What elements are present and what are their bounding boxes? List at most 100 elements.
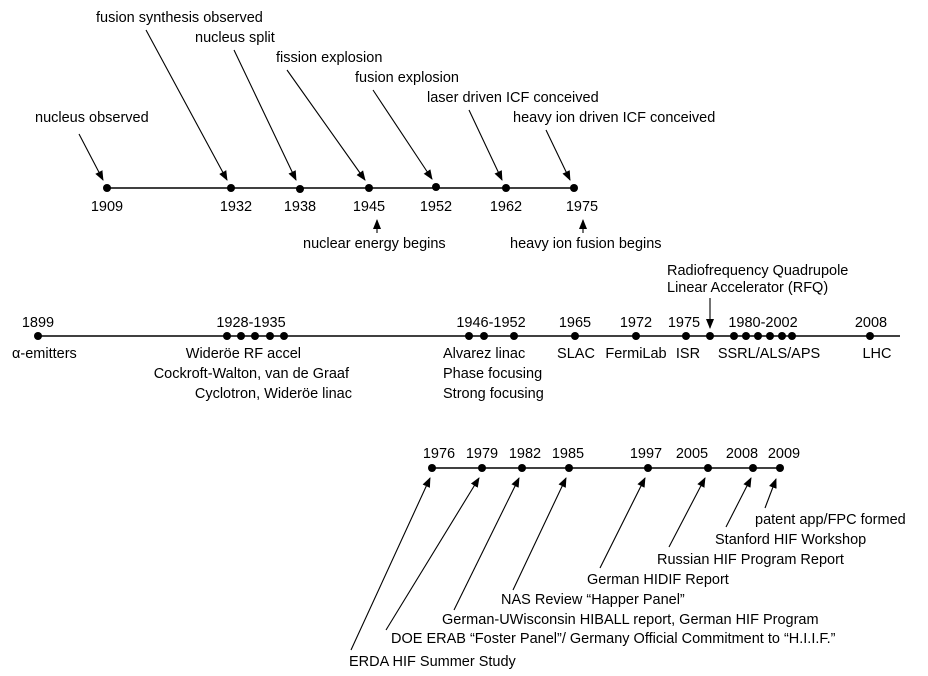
middle-year-label: 1980-2002 <box>728 315 797 331</box>
bottom-dot-2008 <box>749 464 757 472</box>
top-dot-1932 <box>227 184 235 192</box>
top-year-label: 1909 <box>91 199 123 215</box>
middle-year-label: 1972 <box>620 315 652 331</box>
middle-dot <box>730 332 738 340</box>
middle-dot <box>706 332 714 340</box>
top-event-arrow <box>286 69 366 181</box>
bottom-year-label: 1985 <box>552 446 584 462</box>
top-year-label: 1938 <box>284 199 316 215</box>
bottom-dot-1985 <box>565 464 573 472</box>
middle-year-label: 1965 <box>559 315 591 331</box>
bottom-dot-1982 <box>518 464 526 472</box>
middle-event-label: ISR <box>676 346 700 362</box>
middle-dot <box>251 332 259 340</box>
middle-dot <box>510 332 518 340</box>
bottom-year-label: 1976 <box>423 446 455 462</box>
bottom-dot-2005 <box>704 464 712 472</box>
top-event-label: laser driven ICF conceived <box>427 90 599 106</box>
middle-event-label: FermiLab <box>605 346 666 362</box>
top-event-label: fission explosion <box>276 50 382 66</box>
top-year-label: 1945 <box>353 199 385 215</box>
top-below-label: nuclear energy begins <box>303 236 446 252</box>
middle-dot <box>480 332 488 340</box>
bottom-dot-1997 <box>644 464 652 472</box>
top-dot-1945 <box>365 184 373 192</box>
top-dot-1952 <box>432 183 440 191</box>
middle-dot <box>866 332 874 340</box>
rfq-label-line1: Radiofrequency Quadrupole <box>667 263 848 279</box>
middle-dot <box>632 332 640 340</box>
middle-year-label: 1899 <box>22 315 54 331</box>
top-event-arrow <box>145 29 228 181</box>
bottom-event-arrow <box>668 477 706 548</box>
bottom-year-label: 2005 <box>676 446 708 462</box>
top-event-arrow <box>233 49 297 181</box>
top-event-label: nucleus split <box>195 30 275 46</box>
middle-event-label: Wideröe RF accel <box>186 346 301 362</box>
middle-event-label: SSRL/ALS/APS <box>718 346 820 362</box>
bottom-event-arrow <box>725 477 752 528</box>
middle-event-label: Cockroft-Walton, van de Graaf <box>154 366 350 382</box>
bottom-dot-1976 <box>428 464 436 472</box>
bottom-event-label: ERDA HIF Summer Study <box>349 654 517 670</box>
top-year-label: 1932 <box>220 199 252 215</box>
bottom-event-label: NAS Review “Happer Panel” <box>501 592 685 608</box>
middle-event-label: Cyclotron, Wideröe linac <box>195 386 352 402</box>
middle-dot <box>34 332 42 340</box>
rfq-label-line2: Linear Accelerator (RFQ) <box>667 280 828 296</box>
middle-event-label: α-emitters <box>12 346 77 362</box>
bottom-year-label: 1982 <box>509 446 541 462</box>
top-event-arrow <box>78 133 104 181</box>
middle-event-label: SLAC <box>557 346 595 362</box>
top-year-label: 1962 <box>490 199 522 215</box>
bottom-event-label: Russian HIF Program Report <box>657 552 844 568</box>
top-event-arrow <box>372 89 433 180</box>
top-below-label: heavy ion fusion begins <box>510 236 662 252</box>
bottom-event-arrow <box>453 477 520 611</box>
bottom-event-arrow <box>599 477 646 569</box>
top-dot-1975 <box>570 184 578 192</box>
bottom-event-arrow <box>764 478 777 509</box>
top-dot-1938 <box>296 185 304 193</box>
bottom-year-label: 2008 <box>726 446 758 462</box>
top-event-arrow <box>468 109 503 181</box>
middle-dot <box>754 332 762 340</box>
middle-dot <box>571 332 579 340</box>
bottom-timeline: 1976 1979 1982 1985 1997 2005 2008 2009 … <box>349 446 906 670</box>
top-dot-1962 <box>502 184 510 192</box>
top-year-label: 1975 <box>566 199 598 215</box>
middle-dot <box>223 332 231 340</box>
middle-year-label: 2008 <box>855 315 887 331</box>
middle-dot <box>766 332 774 340</box>
middle-dot <box>778 332 786 340</box>
middle-dot <box>742 332 750 340</box>
middle-event-label: Alvarez linac <box>443 346 525 362</box>
top-event-label: fusion explosion <box>355 70 459 86</box>
top-event-label: nucleus observed <box>35 110 149 126</box>
bottom-event-label: DOE ERAB “Foster Panel”/ Germany Officia… <box>391 631 836 647</box>
bottom-year-label: 1997 <box>630 446 662 462</box>
middle-year-label: 1946-1952 <box>456 315 525 331</box>
top-dot-1909 <box>103 184 111 192</box>
bottom-event-arrow <box>385 477 480 631</box>
top-timeline: 1909 1932 1938 1945 1952 1962 1975 nucle… <box>35 10 715 252</box>
middle-dot <box>465 332 473 340</box>
bottom-event-label: patent app/FPC formed <box>755 512 906 528</box>
top-event-label: fusion synthesis observed <box>96 10 263 26</box>
middle-event-label: LHC <box>862 346 891 362</box>
middle-timeline: 1899 1928-1935 1946-1952 1965 1972 1975 … <box>12 263 900 402</box>
bottom-event-label: German-UWisconsin HIBALL report, German … <box>442 612 819 628</box>
bottom-event-label: German HIDIF Report <box>587 572 729 588</box>
bottom-year-label: 2009 <box>768 446 800 462</box>
top-year-label: 1952 <box>420 199 452 215</box>
top-event-arrow <box>545 129 571 181</box>
middle-year-label: 1928-1935 <box>216 315 285 331</box>
bottom-event-label: Stanford HIF Workshop <box>715 532 866 548</box>
middle-dot <box>280 332 288 340</box>
bottom-dot-2009 <box>776 464 784 472</box>
middle-event-label: Strong focusing <box>443 386 544 402</box>
bottom-event-arrow <box>350 477 431 651</box>
middle-dot <box>237 332 245 340</box>
middle-year-label: 1975 <box>668 315 700 331</box>
